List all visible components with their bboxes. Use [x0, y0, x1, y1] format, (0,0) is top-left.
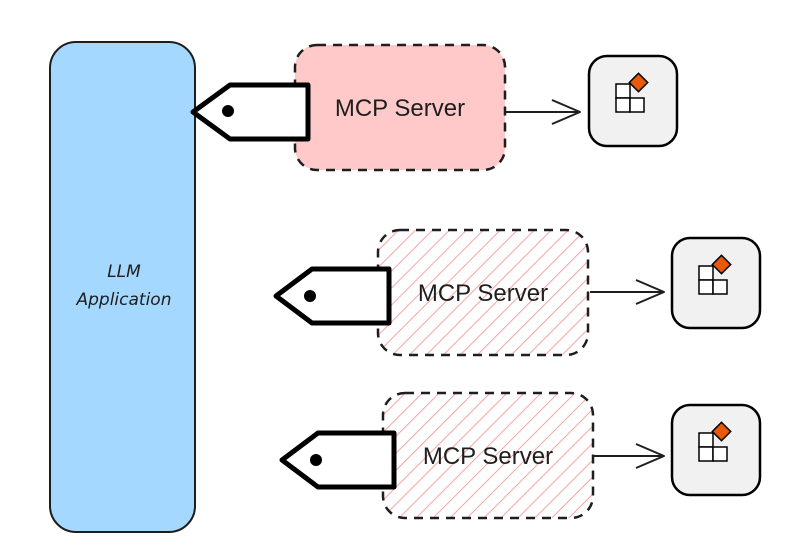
- mcp-server-2: MCP Server: [273, 228, 762, 357]
- mcp-server-label: MCP Server: [418, 280, 548, 307]
- llm-application-label-line2: Application: [76, 290, 172, 310]
- mcp-server-box: [293, 43, 507, 172]
- arrow-right-icon: [594, 443, 665, 469]
- tool-blocks-icon: [670, 236, 762, 330]
- llm-application-label-line1: LLM: [107, 262, 141, 282]
- connector-tag-icon: [190, 82, 311, 142]
- connector-tag-icon: [273, 266, 392, 326]
- llm-application-box: [49, 41, 196, 533]
- mcp-server-3: MCP Server: [279, 391, 762, 520]
- arrow-right-icon: [590, 279, 665, 305]
- mcp-server-box: [376, 228, 590, 357]
- tool-blocks-icon: [670, 403, 762, 497]
- connector-tag-icon: [279, 430, 397, 490]
- tag-hole-icon: [310, 454, 322, 466]
- tool-blocks-icon: [587, 54, 679, 148]
- llm-application-block: LLM Application: [49, 41, 196, 533]
- tag-hole-icon: [304, 290, 316, 302]
- mcp-server-label: MCP Server: [335, 95, 465, 122]
- tag-hole-icon: [222, 105, 234, 117]
- mcp-server-box: [381, 391, 595, 520]
- mcp-server-1: MCP Server: [190, 43, 679, 172]
- mcp-server-label: MCP Server: [423, 443, 553, 470]
- arrow-right-icon: [506, 99, 581, 125]
